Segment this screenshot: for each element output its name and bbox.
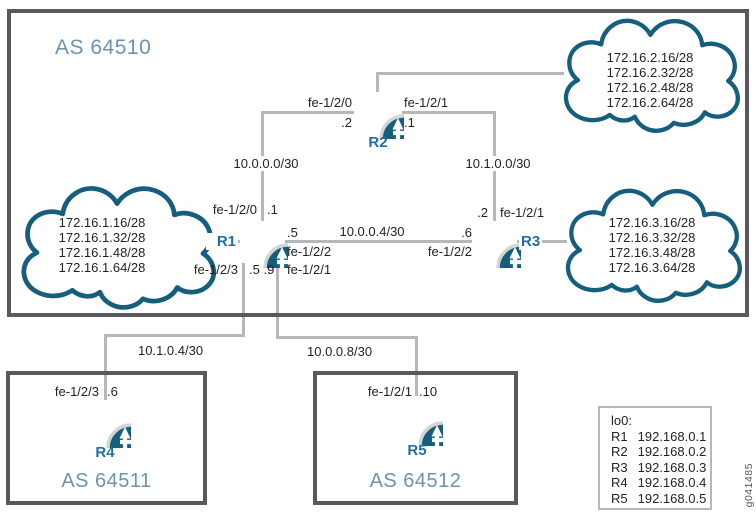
link-r1-r4-horizontal bbox=[104, 334, 245, 337]
router-r4-icon bbox=[79, 396, 131, 448]
router-r3-icon bbox=[469, 216, 521, 268]
cloud-1-subnet: 172.16.1.32/28 bbox=[58, 230, 146, 245]
link-r1-r5-vertical-2 bbox=[415, 336, 418, 396]
router-r4-label: R4 bbox=[95, 444, 115, 461]
subnet-label-r2-r3: 10.1.0.0/30 bbox=[446, 156, 550, 171]
link-r1-r5-horizontal bbox=[276, 336, 418, 339]
legend-row: R2 192.168.0.2 bbox=[611, 444, 710, 460]
cloud-2-subnets: 172.16.2.16/28 172.16.2.32/28 172.16.2.4… bbox=[584, 50, 716, 110]
link-r2-left-horizontal bbox=[262, 111, 354, 114]
interface-label-r3-fe121: fe-1/2/1 bbox=[500, 205, 545, 220]
address-label-r3-dot2: .2 bbox=[477, 205, 488, 220]
legend-router-address: 192.168.0.3 bbox=[637, 459, 707, 475]
address-label-r1-dot5: .5 bbox=[287, 225, 298, 240]
cloud-1-subnet: 172.16.1.48/28 bbox=[58, 245, 146, 260]
interface-label-r1-fe123: fe-1/2/3 bbox=[193, 262, 238, 277]
legend-router-address: 192.168.0.4 bbox=[637, 475, 707, 491]
address-label-r2-dot2: .2 bbox=[341, 115, 352, 130]
link-r1-r4-vertical-2 bbox=[104, 334, 107, 400]
legend-router-name: R2 bbox=[611, 444, 628, 460]
legend-router-name: R3 bbox=[611, 459, 628, 475]
link-r2-cloud2-horizontal bbox=[376, 72, 564, 75]
interface-label-r1-fe120: fe-1/2/0 bbox=[212, 202, 257, 217]
interface-label-r4-fe123: fe-1/2/3 bbox=[54, 384, 99, 399]
subnet-label-r1-r4: 10.1.0.4/30 bbox=[138, 343, 204, 358]
router-r3-label: R3 bbox=[519, 233, 543, 250]
as-64512-label: AS 64512 bbox=[369, 470, 462, 492]
subnet-label-r1-r5: 10.0.0.8/30 bbox=[307, 344, 373, 359]
address-label-r3-dot6: .6 bbox=[461, 225, 472, 240]
legend-router-name: R4 bbox=[611, 475, 628, 491]
address-label-r5-dot10: .10 bbox=[419, 384, 438, 399]
interface-label-r1-fe122: fe-1/2/2 bbox=[287, 244, 332, 259]
legend-router-name: R5 bbox=[611, 490, 628, 506]
interface-label-r5-fe121: fe-1/2/1 bbox=[367, 384, 412, 399]
cloud-2-subnet: 172.16.2.64/28 bbox=[606, 95, 694, 110]
address-label-r4-dot6: .6 bbox=[107, 384, 118, 399]
cloud-1-subnets: 172.16.1.16/28 172.16.1.32/28 172.16.1.4… bbox=[36, 215, 168, 275]
legend-row: R1 192.168.0.1 bbox=[611, 429, 710, 445]
legend-router-address: 192.168.0.5 bbox=[637, 490, 707, 506]
cloud-1-subnet: 172.16.1.64/28 bbox=[58, 260, 146, 275]
address-label-r2-dot1: .1 bbox=[404, 115, 415, 130]
cloud-2-subnet: 172.16.2.32/28 bbox=[606, 65, 694, 80]
legend-row: R5 192.168.0.5 bbox=[611, 491, 710, 507]
router-r2-label: R2 bbox=[368, 134, 388, 151]
interface-label-r2-fe120: fe-1/2/0 bbox=[307, 95, 352, 110]
legend-router-address: 192.168.0.2 bbox=[637, 444, 707, 460]
legend-router-name: R1 bbox=[611, 428, 628, 444]
legend-row: R3 192.168.0.3 bbox=[611, 460, 710, 476]
cloud-3-subnet: 172.16.3.32/28 bbox=[608, 230, 696, 245]
as-64511-box bbox=[6, 371, 207, 505]
address-label-r1-dot5-dot9: .5 .9 bbox=[249, 262, 275, 277]
loopback-legend-box: lo0: R1 192.168.0.1 R2 192.168.0.2 R3 19… bbox=[598, 406, 712, 510]
router-r2-icon bbox=[352, 87, 404, 139]
router-r5-label: R5 bbox=[407, 442, 427, 459]
interface-label-r2-fe121: fe-1/2/1 bbox=[404, 95, 449, 110]
router-r1-label: R1 bbox=[206, 233, 238, 250]
cloud-3-subnet: 172.16.3.64/28 bbox=[608, 260, 696, 275]
link-r1-r4-vertical-1 bbox=[242, 263, 245, 337]
legend-title: lo0: bbox=[611, 413, 632, 428]
link-r1-r3 bbox=[285, 240, 472, 243]
cloud-3-subnet: 172.16.3.48/28 bbox=[608, 245, 696, 260]
as-64511-label: AS 64511 bbox=[61, 470, 152, 492]
as-64510-box bbox=[7, 9, 749, 317]
subnet-label-r1-r3: 10.0.0.4/30 bbox=[339, 224, 405, 239]
cloud-2-subnet: 172.16.2.16/28 bbox=[606, 50, 694, 65]
link-r2-cloud2-vertical bbox=[376, 72, 379, 92]
cloud-3-subnet: 172.16.3.16/28 bbox=[608, 215, 696, 230]
cloud-3-subnets: 172.16.3.16/28 172.16.3.32/28 172.16.3.4… bbox=[586, 215, 718, 275]
router-r1-icon bbox=[236, 216, 288, 268]
subnet-label-r1-r2: 10.0.0.0/30 bbox=[214, 156, 318, 171]
interface-label-r1-fe121: fe-1/2/1 bbox=[287, 262, 332, 277]
interface-label-r3-fe122: fe-1/2/2 bbox=[427, 244, 472, 259]
router-r5-icon bbox=[391, 394, 443, 446]
as-64512-box bbox=[313, 371, 518, 505]
address-label-r1-dot1: .1 bbox=[267, 202, 278, 217]
cloud-1-subnet: 172.16.1.16/28 bbox=[58, 215, 146, 230]
legend-row: R4 192.168.0.4 bbox=[611, 475, 710, 491]
figure-id: g041485 bbox=[743, 462, 755, 507]
cloud-2-subnet: 172.16.2.48/28 bbox=[606, 80, 694, 95]
legend-router-address: 192.168.0.1 bbox=[637, 428, 707, 444]
as-64510-label: AS 64510 bbox=[55, 36, 152, 59]
link-r2-right-horizontal bbox=[402, 111, 496, 114]
link-r1-r5-vertical-1 bbox=[276, 263, 279, 339]
